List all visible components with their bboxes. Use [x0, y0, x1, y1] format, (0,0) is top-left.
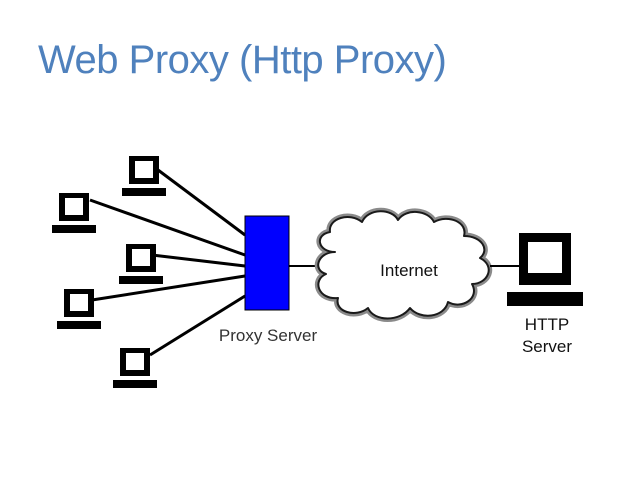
- client-computer: [57, 289, 101, 329]
- slide-title: Web Proxy (Http Proxy): [38, 38, 447, 82]
- connection-line: [151, 253, 246, 268]
- http-server-label-line2: Server: [522, 337, 572, 356]
- client-computer: [122, 156, 166, 196]
- connection-line: [149, 294, 246, 357]
- connection-line: [89, 198, 246, 257]
- client-computer: [52, 193, 96, 233]
- http-server-computer: [507, 233, 583, 306]
- connection-line: [149, 162, 246, 237]
- client-computer: [113, 348, 157, 388]
- connection-line: [91, 274, 246, 302]
- proxy-server-label: Proxy Server: [219, 326, 318, 345]
- client-connections: [89, 162, 246, 357]
- internet-cloud: Internet: [314, 207, 493, 322]
- client-computer: [119, 244, 163, 284]
- proxy-server-box: [244, 215, 290, 311]
- http-server-label-line1: HTTP: [525, 315, 569, 334]
- internet-label: Internet: [380, 261, 438, 280]
